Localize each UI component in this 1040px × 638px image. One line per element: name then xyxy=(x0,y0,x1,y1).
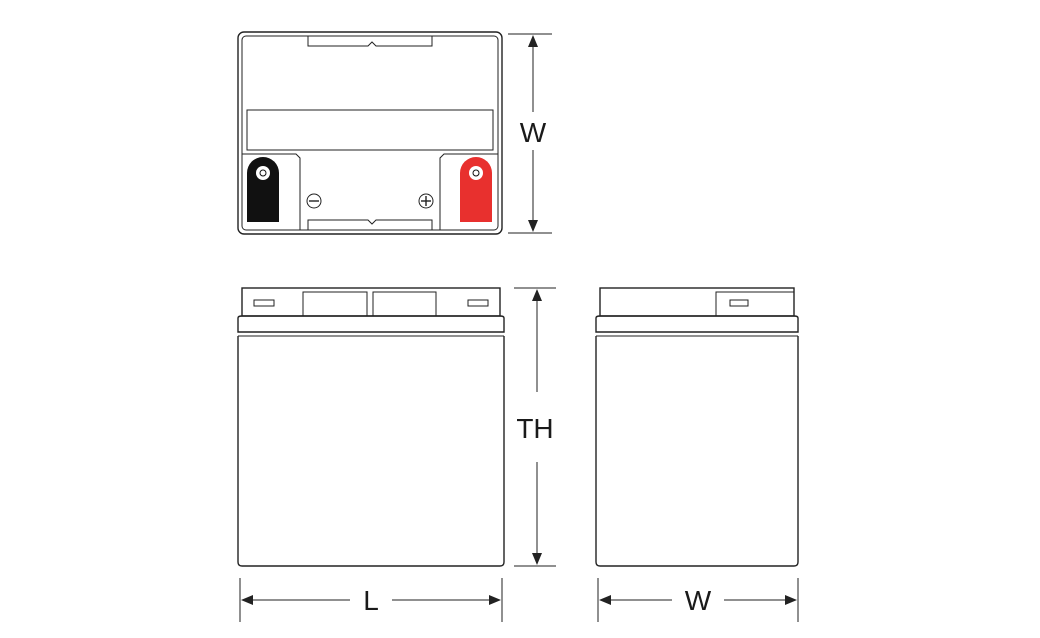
side-width-label: W xyxy=(685,585,712,616)
top-width-dimension: W xyxy=(508,33,552,234)
positive-terminal xyxy=(460,157,492,222)
length-label: L xyxy=(363,585,379,616)
total-height-dimension: TH xyxy=(514,287,556,567)
plus-circle-icon xyxy=(418,193,434,209)
top-width-label: W xyxy=(520,117,547,148)
total-height-label: TH xyxy=(516,413,553,444)
top-view xyxy=(237,31,503,235)
negative-terminal xyxy=(247,157,279,222)
front-view xyxy=(237,287,505,567)
side-width-dimension: W xyxy=(597,578,799,622)
side-view xyxy=(595,287,799,567)
minus-circle-icon xyxy=(306,193,322,209)
length-dimension: L xyxy=(239,578,503,622)
